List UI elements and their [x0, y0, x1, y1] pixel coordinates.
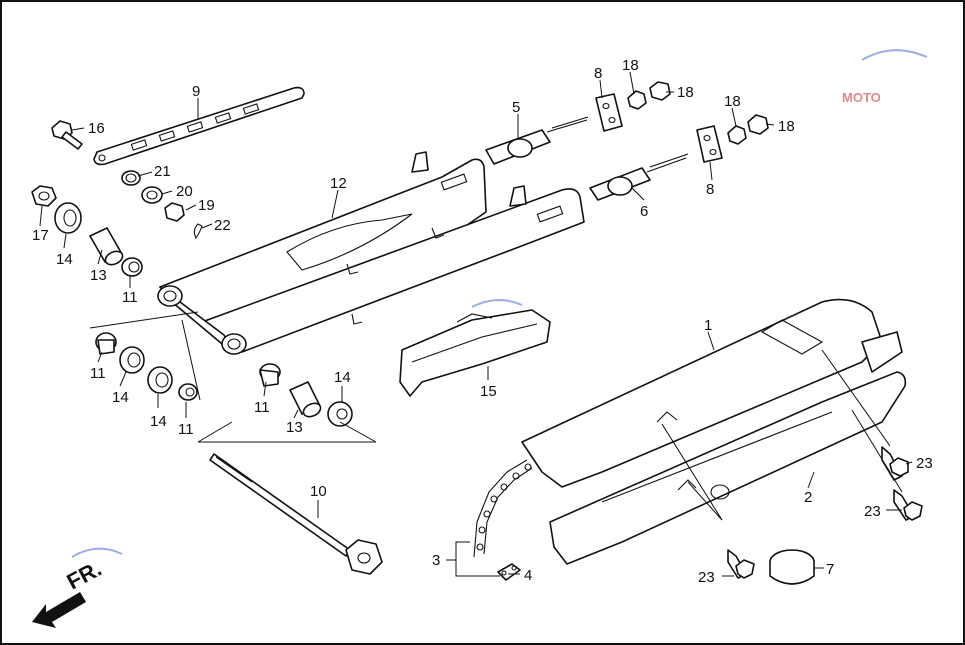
- part-6-chain-adjuster: [589, 153, 689, 201]
- part-20-washer: [141, 186, 163, 204]
- callout-numbers: 9 16 21 20 19 22 17 14 13 11 12 5 6 8 18…: [32, 57, 933, 586]
- part-23-bolt-c: [727, 549, 755, 579]
- part-14-seal-left: [119, 346, 145, 374]
- callout-12: 12: [330, 175, 347, 192]
- callout-4: 4: [524, 567, 532, 584]
- part-14-seal-right: [327, 401, 353, 427]
- part-21-clip: [121, 170, 141, 186]
- part-16-bolt: [51, 120, 83, 150]
- callout-5: 5: [512, 99, 520, 116]
- callout-11-a: 11: [122, 289, 138, 306]
- callout-8-a: 8: [594, 65, 602, 82]
- callout-18-c: 18: [724, 93, 741, 110]
- part-9-guide-plate: [93, 86, 305, 166]
- part-5-chain-adjuster: [485, 116, 589, 165]
- callout-10: 10: [310, 483, 327, 500]
- callout-14-c: 14: [150, 413, 167, 430]
- callout-6: 6: [640, 203, 648, 220]
- callout-14-b: 14: [112, 389, 129, 406]
- callout-11-c: 11: [178, 421, 194, 438]
- part-23-bolt-a: [881, 446, 909, 481]
- part-14-seal-upper: [54, 202, 82, 234]
- callout-20: 20: [176, 183, 193, 200]
- part-8-stopper-upper: [595, 93, 623, 132]
- part-4-chain-link: [497, 563, 521, 581]
- callout-8-b: 8: [706, 181, 714, 198]
- part-11-bushing-right: [259, 363, 281, 387]
- callout-11-b: 11: [90, 365, 106, 382]
- part-15-chain-slider: [399, 309, 551, 397]
- part-23-bolt-b: [893, 489, 923, 521]
- part-19-nut: [164, 202, 185, 222]
- watermark-logo-top: MOTO: [842, 49, 928, 105]
- callout-21: 21: [154, 163, 171, 180]
- callout-13-a: 13: [90, 267, 107, 284]
- part-13-collar-right: [289, 381, 322, 418]
- part-1-chain-case-upper: [521, 298, 903, 488]
- leader-lines: [39, 71, 913, 577]
- part-11-bushing-upper: [121, 257, 143, 277]
- watermark-logo-bottom: [71, 547, 123, 558]
- callout-7: 7: [826, 561, 834, 578]
- part-12-swing-arm: [157, 151, 585, 355]
- part-11-bushing-left: [95, 332, 117, 355]
- part-18-nut-d: [747, 114, 769, 135]
- callout-16: 16: [88, 120, 105, 137]
- callout-23-b: 23: [864, 503, 881, 520]
- callout-17: 17: [32, 227, 49, 244]
- callout-1: 1: [704, 317, 712, 334]
- callout-23-a: 23: [916, 455, 933, 472]
- callout-23-c: 23: [698, 569, 715, 586]
- callout-14-d: 14: [334, 369, 351, 386]
- part-18-nut-b: [649, 81, 671, 101]
- callout-9: 9: [192, 83, 200, 100]
- part-18-nut-c: [727, 125, 747, 145]
- callout-11-d: 11: [254, 399, 270, 416]
- callout-3: 3: [432, 552, 440, 569]
- part-2-chain-case-lower: [549, 371, 907, 565]
- callout-18-b: 18: [677, 84, 694, 101]
- front-direction-indicator: FR.: [32, 556, 106, 628]
- part-18-nut-a: [627, 90, 647, 110]
- callout-14-a: 14: [56, 251, 73, 268]
- part-22-cotter-pin: [193, 223, 203, 240]
- callout-22: 22: [214, 217, 231, 234]
- part-3-drive-chain: [473, 459, 533, 558]
- part-13-collar-upper: [89, 227, 124, 266]
- callout-18-a: 18: [622, 57, 639, 74]
- part-17-nut: [31, 185, 57, 207]
- watermark-logo-center: [471, 299, 523, 308]
- watermark-text: MOTO: [842, 90, 881, 105]
- part-8-stopper-lower: [696, 125, 723, 163]
- front-arrow-icon: [32, 592, 86, 628]
- callout-2: 2: [804, 489, 812, 506]
- callout-15: 15: [480, 383, 497, 400]
- part-7-rubber-cap: [769, 549, 815, 585]
- part-14-seal-mid: [147, 366, 173, 394]
- part-10-pivot-bolt: [209, 453, 383, 575]
- front-label: FR.: [63, 556, 106, 595]
- callout-18-d: 18: [778, 118, 795, 135]
- part-11-bushing-mid: [178, 383, 198, 401]
- callout-13-b: 13: [286, 419, 303, 436]
- callout-19: 19: [198, 197, 215, 214]
